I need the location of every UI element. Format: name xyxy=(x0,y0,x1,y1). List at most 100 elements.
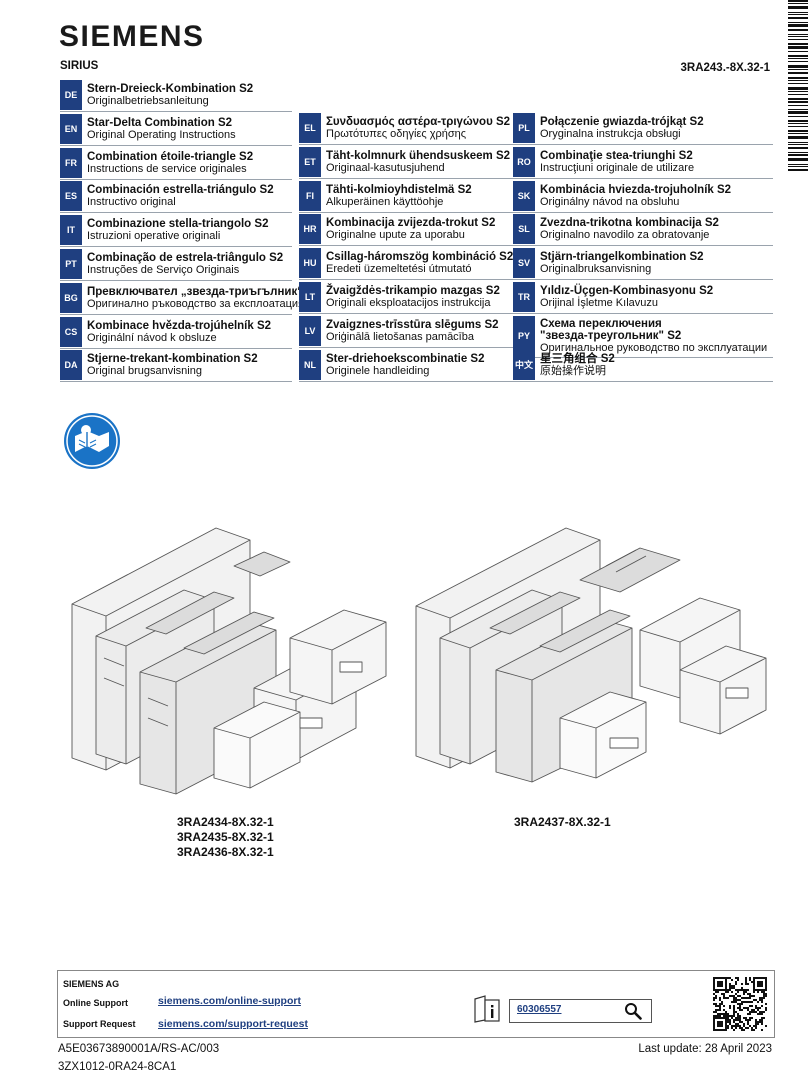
language-subtitle: 原始操作说明 xyxy=(540,364,606,377)
row-divider xyxy=(299,313,531,314)
language-code: EL xyxy=(299,113,321,143)
language-title: Žvaigždės-trikampio mazgas S2 xyxy=(326,285,500,297)
language-title: Täht-kolmnurk ühendsuskeem S2 xyxy=(326,149,511,162)
language-code: 中文 xyxy=(513,349,535,380)
language-subtitle: Oriģinālā lietošanas pamācība xyxy=(326,330,474,343)
language-subtitle: Πρωτότυπες οδηγίες χρήσης xyxy=(326,128,467,140)
qr-code-icon xyxy=(713,977,767,1031)
language-subtitle: Originalne upute za uporabu xyxy=(326,229,465,242)
row-divider xyxy=(60,246,292,248)
language-code: BG xyxy=(60,282,82,313)
language-title: Stjärn-triangelkombination S2 xyxy=(540,251,704,264)
model-list-left: 3RA2434-8X.32-1 3RA2435-8X.32-1 3RA2436-… xyxy=(177,815,274,860)
language-code: ET xyxy=(299,146,321,177)
row-divider xyxy=(513,356,773,358)
language-text: Схема переключения"звезда-треугольник" S… xyxy=(535,318,767,354)
model-number: 3RA2435-8X.32-1 xyxy=(177,830,274,844)
model-number: 3RA2436-8X.32-1 xyxy=(177,845,274,859)
language-title-line2: "звезда-треугольник" S2 xyxy=(540,329,682,342)
language-subtitle: Instructions de service originales xyxy=(87,162,247,175)
language-title: Ster-driehoekscombinatie S2 xyxy=(326,352,485,365)
document-number: A5E03673890001A/RS-AC/003 xyxy=(58,1043,220,1055)
online-support-label: Online Support xyxy=(63,998,128,1008)
language-title: Stern-Dreieck-Kombination S2 xyxy=(87,83,254,95)
row-divider xyxy=(299,177,531,179)
language-code: DE xyxy=(60,80,82,110)
row-divider xyxy=(60,347,292,349)
language-subtitle: Instrucţiuni originale de utilizare xyxy=(540,161,695,174)
language-code: EN xyxy=(60,113,82,144)
row-divider xyxy=(513,279,773,281)
language-code: NL xyxy=(299,349,321,380)
language-title: 星三角组合 S2 xyxy=(540,352,615,365)
language-subtitle: Originalno navodilo za obratovanje xyxy=(540,229,710,242)
language-subtitle: Oryginalna instrukcja obsługi xyxy=(540,128,681,140)
row-divider xyxy=(299,245,531,247)
language-code: FI xyxy=(299,180,321,211)
search-number-link[interactable]: 60306557 xyxy=(517,1004,562,1015)
online-support-link[interactable]: siemens.com/online-support xyxy=(158,995,301,1007)
language-subtitle: Original Operating Instructions xyxy=(87,128,236,141)
language-subtitle: Originalbetriebsanleitung xyxy=(87,95,209,107)
product-code: 3RA243.-8X.32-1 xyxy=(680,62,771,74)
row-divider xyxy=(60,178,292,180)
row-divider xyxy=(299,279,531,281)
support-request-link[interactable]: siemens.com/support-request xyxy=(158,1018,308,1030)
search-icon[interactable] xyxy=(624,1002,642,1020)
language-subtitle: Orijinal İşletme Kılavuzu xyxy=(540,297,658,309)
language-title: Csillag-háromszög kombináció S2 xyxy=(326,251,514,264)
language-code: CS xyxy=(60,316,82,347)
language-code: SK xyxy=(513,180,535,211)
language-title: Stjerne-trekant-kombination S2 xyxy=(87,353,258,366)
product-line: SIRIUS xyxy=(60,60,99,72)
language-title: Превключвател „звезда-триъгълник“ S2 xyxy=(87,285,321,298)
model-number: 3RA2434-8X.32-1 xyxy=(177,815,274,829)
language-code: SV xyxy=(513,248,535,279)
row-divider xyxy=(299,211,531,213)
language-subtitle: Оригинальное руководство по эксплуатации xyxy=(540,341,768,354)
search-field[interactable] xyxy=(509,999,652,1023)
language-subtitle: Originaal-kasutusjuhend xyxy=(326,161,445,174)
language-code: LT xyxy=(299,282,321,312)
language-code: FR xyxy=(60,147,82,178)
language-title: Kombinacija zvijezda-trokut S2 xyxy=(326,217,496,230)
language-subtitle: Originálny návod na obsluhu xyxy=(540,195,680,208)
language-title: Kombinace hvězda-trojúhelník S2 xyxy=(87,319,272,332)
language-subtitle: Alkuperäinen käyttöohje xyxy=(326,195,444,208)
product-illustration-right xyxy=(415,527,767,783)
row-divider xyxy=(299,346,531,348)
language-title: Combinação de estrela-triângulo S2 xyxy=(87,252,284,264)
language-title: Combinaţie stea-triunghi S2 xyxy=(540,149,693,162)
language-title: Zvezdna-trikotna kombinacija S2 xyxy=(540,217,719,230)
support-request-label: Support Request xyxy=(63,1019,136,1029)
language-code: RO xyxy=(513,146,535,177)
language-subtitle: Instructivo original xyxy=(87,196,176,209)
